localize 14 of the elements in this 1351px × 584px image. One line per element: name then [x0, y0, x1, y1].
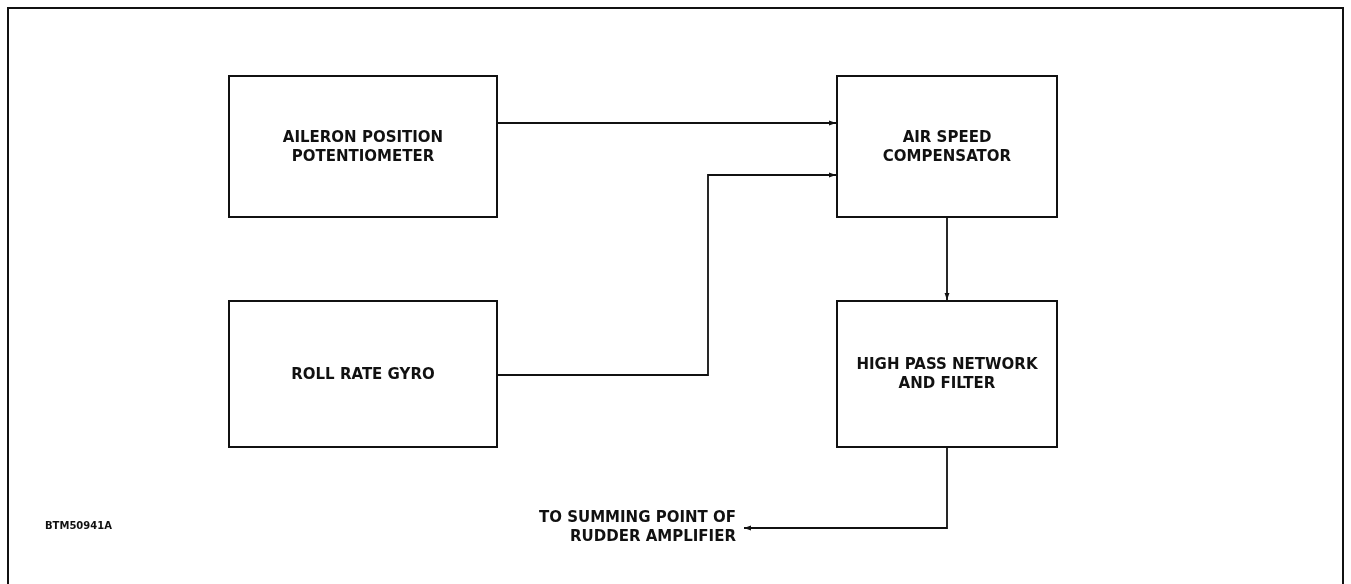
process-box: [228, 300, 498, 448]
drawing-number: BTM50941A: [45, 520, 112, 531]
arrow: [497, 120, 837, 126]
arrow: [944, 217, 950, 301]
process-box: [836, 300, 1058, 448]
box-label: AILERON POSITION POTENTIOMETER: [281, 127, 445, 166]
arrow: [497, 172, 837, 376]
box-label: AIR SPEED COMPENSATOR: [881, 127, 1013, 166]
process-box: [836, 75, 1058, 218]
arrow: [743, 447, 948, 531]
output-label: TO SUMMING POINT OF RUDDER AMPLIFIER: [520, 505, 736, 549]
process-box: [228, 75, 498, 218]
box-label: HIGH PASS NETWORK AND FILTER: [855, 355, 1039, 393]
box-label: ROLL RATE GYRO: [290, 364, 436, 384]
